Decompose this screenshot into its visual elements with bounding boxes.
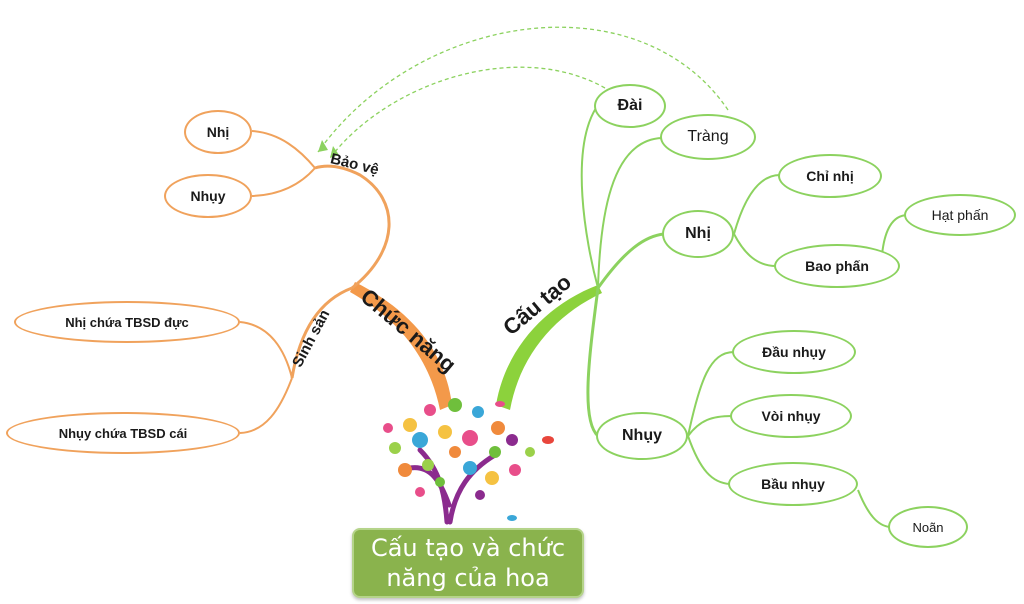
- node-bao-phan: Bao phấn: [774, 244, 900, 288]
- link-bau-nhuy: [687, 435, 731, 485]
- dashed-arrow-trang: [317, 26, 729, 153]
- link-nhuy-tbsd: [239, 377, 293, 434]
- link-trang: [597, 137, 663, 289]
- node-nhi-right: Nhị: [662, 210, 734, 258]
- node-trang: Tràng: [660, 114, 756, 160]
- node-hat-phan: Hạt phấn: [904, 194, 1016, 236]
- central-topic-line2: năng của hoa: [386, 564, 550, 592]
- node-nhuy-tbsd-cai: Nhụy chứa TBSD cái: [6, 412, 240, 454]
- link-dau-nhuy: [687, 351, 735, 437]
- node-bau-nhuy: Bầu nhụy: [728, 462, 858, 506]
- link-noan: [857, 489, 891, 528]
- node-nhuy-left: Nhụy: [164, 174, 252, 218]
- link-hat-phan: [881, 214, 909, 256]
- link-dai: [580, 107, 599, 289]
- node-nhuy-right: Nhụy: [596, 412, 688, 460]
- branch-cau-tao: [496, 285, 602, 410]
- link-nhuy-right: [586, 287, 600, 438]
- node-dau-nhuy: Đầu nhụy: [732, 330, 856, 374]
- branch-bao-ve: [314, 164, 391, 290]
- central-topic-line1: Cấu tạo và chức: [370, 534, 566, 562]
- link-nhi-right: [596, 232, 665, 289]
- node-voi-nhuy: Vòi nhụy: [730, 394, 852, 438]
- arrowhead-1: [318, 140, 328, 152]
- link-nhi-left: [251, 130, 316, 169]
- node-dai: Đài: [594, 84, 666, 128]
- node-chi-nhi: Chỉ nhị: [778, 154, 882, 198]
- link-bao-phan: [733, 233, 777, 267]
- node-noan: Noãn: [888, 506, 968, 548]
- node-nhi-left: Nhị: [184, 110, 252, 154]
- link-nhi-tbsd: [239, 321, 293, 379]
- flower-tree-illustration: [383, 398, 554, 525]
- central-topic: Cấu tạo và chức năng của hoa: [352, 528, 584, 598]
- branch-chuc-nang: [350, 282, 452, 410]
- dashed-arrow-dai: [329, 66, 606, 159]
- node-nhi-tbsd-duc: Nhị chứa TBSD đực: [14, 301, 240, 343]
- branch-sinh-san: [290, 286, 353, 379]
- link-chi-nhi: [733, 174, 781, 235]
- link-nhuy-left: [251, 167, 316, 197]
- arrowhead-2: [330, 146, 339, 158]
- link-voi-nhuy: [687, 415, 733, 437]
